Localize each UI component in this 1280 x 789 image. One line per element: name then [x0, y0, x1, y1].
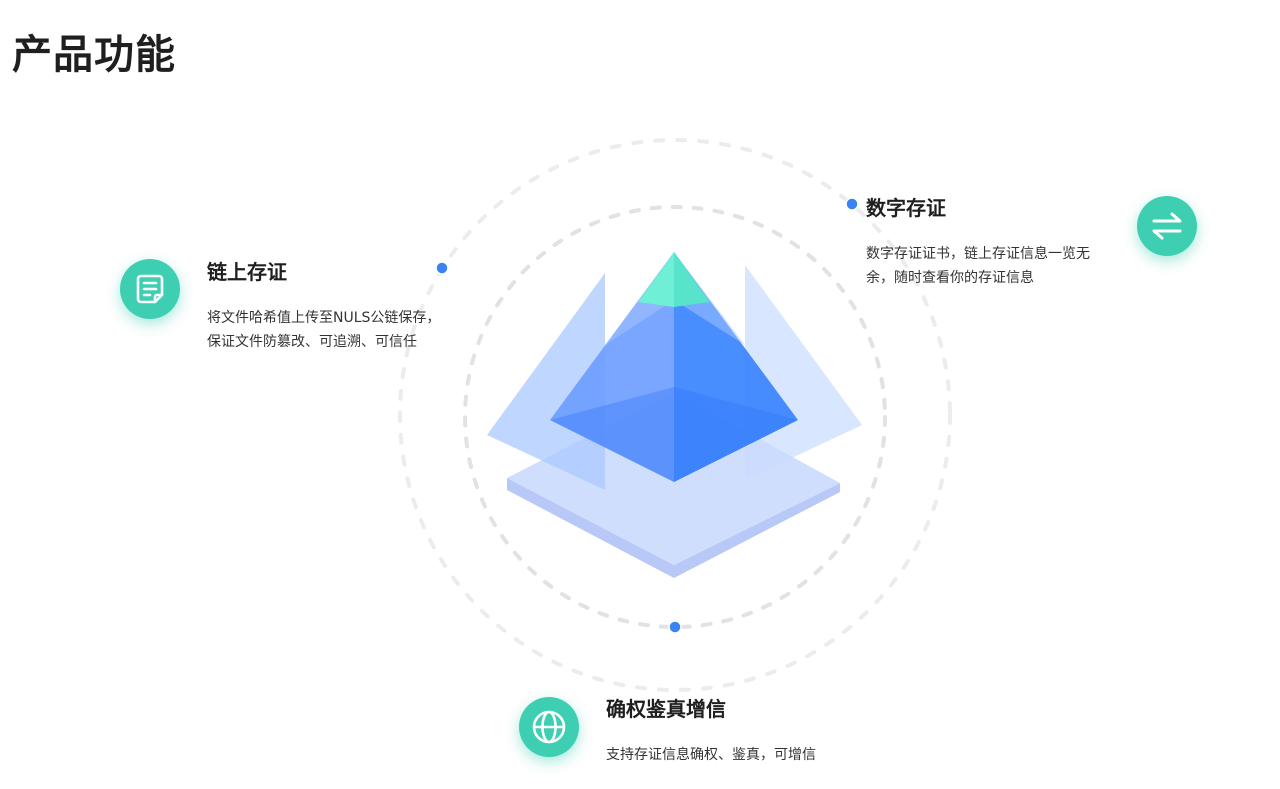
- feature-title-verification: 确权鉴真增信: [606, 697, 726, 721]
- inner-dashed-ring: [463, 205, 887, 629]
- left-glass-panel: [487, 273, 605, 490]
- document-icon: [136, 274, 164, 304]
- globe-icon: [532, 710, 566, 744]
- exchange-arrows-icon: [1152, 212, 1182, 240]
- feature-icon-chain-record: [120, 259, 180, 319]
- feature-title-chain-record: 链上存证: [207, 260, 287, 284]
- ring-dot-bottom: [668, 620, 682, 634]
- feature-icon-digital-record: [1137, 196, 1197, 256]
- pyramid-tip-left: [638, 252, 674, 307]
- feature-title-digital-record: 数字存证: [866, 196, 946, 220]
- feature-desc-chain-record: 将文件哈希值上传至NULS公链保存，保证文件防篡改、可追溯、可信任: [207, 310, 441, 350]
- feature-icon-verification: [519, 697, 579, 757]
- page-title: 产品功能: [12, 32, 176, 78]
- feature-desc-verification: 支持存证信息确权、鉴真，可增信: [606, 747, 816, 763]
- pyramid-inner-shade: [550, 387, 798, 482]
- ring-dot-right: [845, 197, 859, 211]
- outer-dashed-ring: [398, 138, 952, 692]
- ring-dot-left: [435, 261, 449, 275]
- feature-desc-digital-record: 数字存证证书，链上存证信息一览无余，随时查看你的存证信息: [866, 246, 1090, 286]
- pyramid-tip-right: [674, 252, 710, 307]
